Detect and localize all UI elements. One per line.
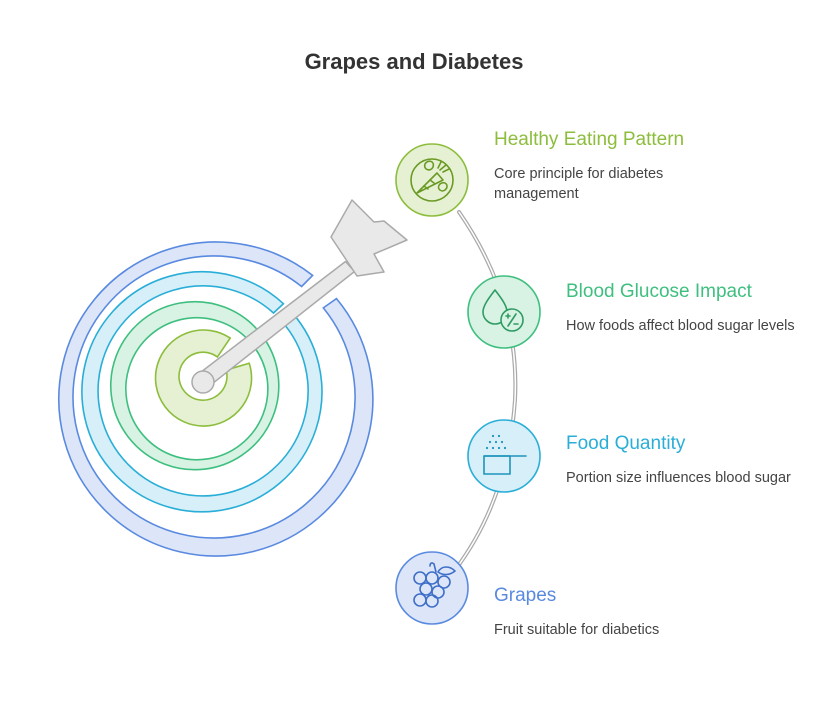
item-desc-food-quantity: Portion size influences blood sugar [566, 470, 791, 486]
measuring-cup-icon [483, 434, 527, 475]
item-title-grapes: Grapes [494, 585, 557, 606]
connector-arc [453, 210, 518, 572]
arrow [191, 199, 408, 394]
item-title-healthy-eating: Healthy Eating Pattern [494, 129, 685, 150]
node-blood-glucose [467, 275, 541, 349]
node-grapes [395, 551, 469, 625]
item-desc-grapes: Fruit suitable for diabetics [494, 622, 660, 638]
vegetables-icon [410, 158, 454, 202]
node-healthy-eating [395, 143, 469, 217]
page-title: Grapes and Diabetes [304, 49, 524, 74]
target-ring-inner [154, 329, 253, 427]
target-ring-2 [81, 271, 323, 513]
node-food-quantity [467, 419, 541, 493]
grapes-icon [413, 562, 456, 608]
arrow-tip [191, 370, 215, 394]
item-title-food-quantity: Food Quantity [566, 433, 686, 454]
target-ring-3 [110, 300, 280, 471]
item-desc-blood-glucose: How foods affect blood sugar levels [566, 318, 795, 334]
target [58, 241, 374, 557]
item-title-blood-glucose: Blood Glucose Impact [566, 281, 752, 302]
target-ring-outer [58, 241, 374, 557]
blood-drop-plus-minus-icon [482, 289, 524, 332]
arrow-fletching [330, 199, 408, 277]
item-desc-healthy-eating: Core principle for diabetes management [494, 166, 664, 202]
